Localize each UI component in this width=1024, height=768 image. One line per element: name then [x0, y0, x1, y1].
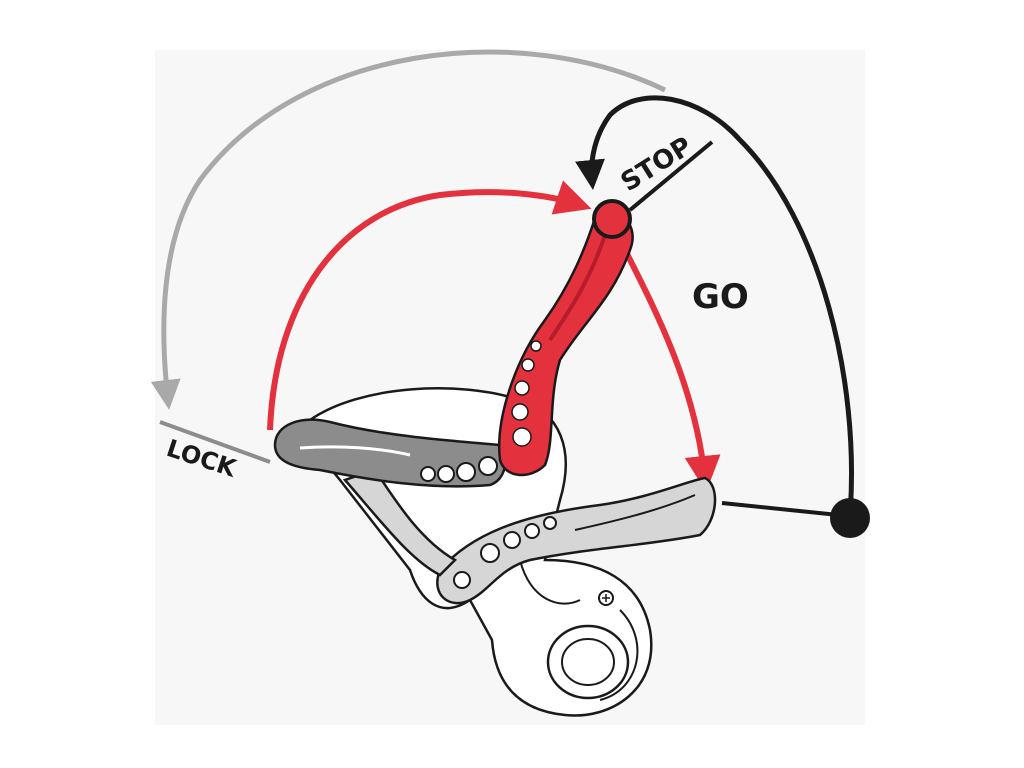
lock-tick-line — [159, 420, 271, 464]
go-handle — [436, 476, 717, 605]
red-arc-arrow — [267, 180, 592, 431]
lock-arc-arrow — [150, 49, 667, 410]
go-arrow — [612, 228, 721, 492]
link-arm — [342, 468, 458, 577]
black-dot — [830, 498, 870, 538]
stop-arc-arrow — [575, 95, 855, 516]
go-label: GO — [692, 277, 749, 317]
stop-tick-line — [628, 140, 714, 212]
stop-lever — [498, 211, 634, 477]
pivot-circle — [592, 199, 632, 239]
pointer-line — [721, 501, 849, 518]
